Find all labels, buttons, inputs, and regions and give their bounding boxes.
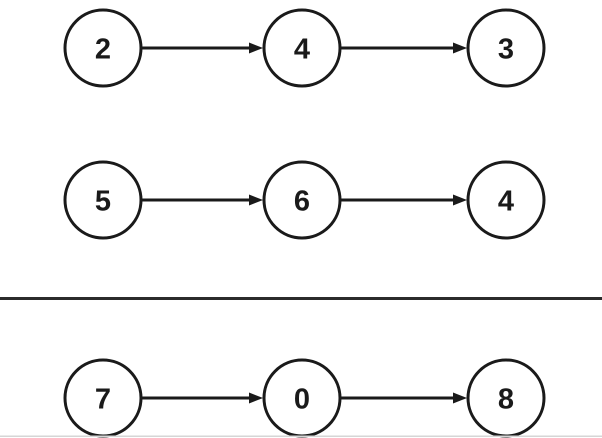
node-value: 5	[95, 185, 111, 217]
next-pointer-arrowhead-icon	[453, 392, 467, 404]
list-node: 4	[262, 8, 342, 88]
node-circle	[466, 8, 546, 88]
node-value: 6	[294, 185, 310, 217]
node-value: 0	[294, 383, 310, 415]
list-node: 2	[63, 8, 143, 88]
linked-list-2: 5 6 4	[63, 160, 546, 240]
next-pointer-arrowhead-icon	[453, 42, 467, 54]
next-pointer-arrowhead-icon	[453, 194, 467, 206]
next-pointer-arrowhead-icon	[249, 194, 263, 206]
node-value: 8	[498, 383, 514, 415]
list-node: 3	[466, 8, 546, 88]
node-circle	[262, 160, 342, 240]
next-pointer-arrowhead-icon	[249, 392, 263, 404]
bottom-edge-line	[0, 435, 602, 437]
list-node: 7	[63, 358, 143, 438]
list-node: 4	[466, 160, 546, 240]
next-pointer-arrowhead-icon	[249, 42, 263, 54]
node-value: 3	[498, 33, 514, 65]
divider-line	[0, 297, 602, 300]
node-value: 2	[95, 33, 111, 65]
node-circle	[466, 160, 546, 240]
list-node: 0	[262, 358, 342, 438]
node-circle	[63, 160, 143, 240]
node-circle	[262, 8, 342, 88]
linked-list-3: 7 0 8	[63, 358, 546, 438]
linked-list-1: 2 4 3	[63, 8, 546, 88]
node-value: 7	[95, 383, 111, 415]
node-value: 4	[498, 185, 514, 217]
node-value: 4	[294, 33, 310, 65]
list-node: 8	[466, 358, 546, 438]
list-node: 5	[63, 160, 143, 240]
node-circle	[63, 8, 143, 88]
list-node: 6	[262, 160, 342, 240]
